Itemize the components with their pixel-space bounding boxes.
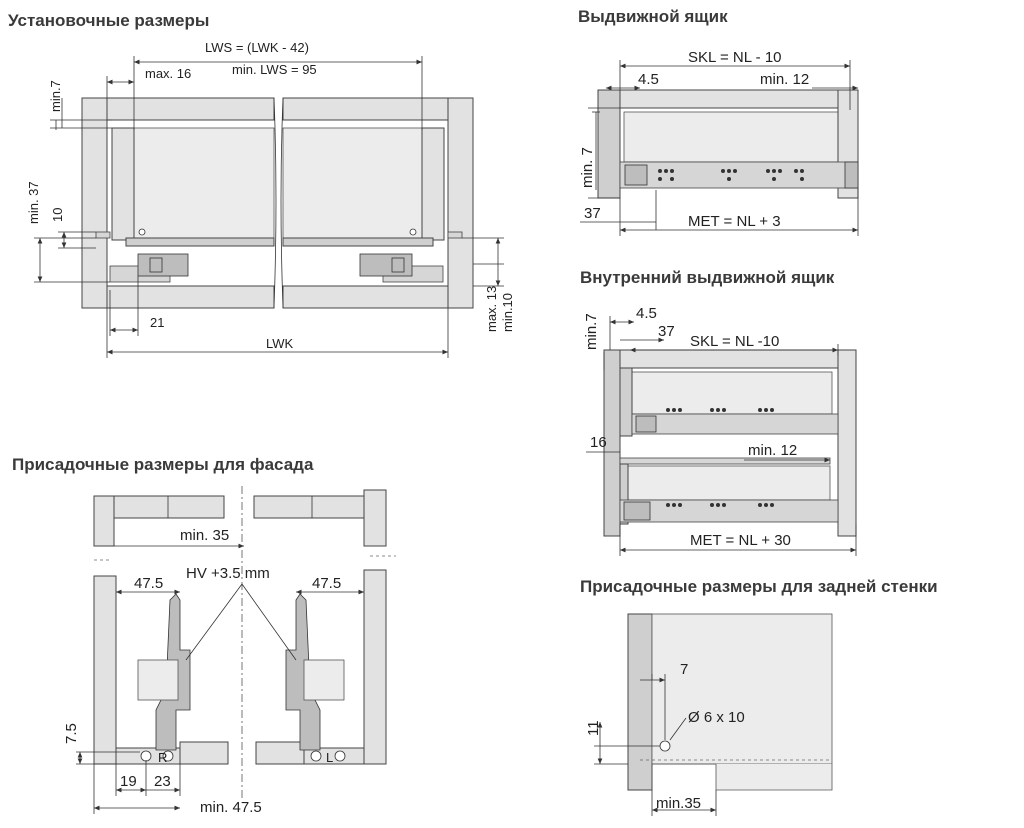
- label-met: MET = NL + 30: [690, 532, 791, 549]
- label-23: 23: [154, 773, 171, 790]
- label-max16: max. 16: [145, 66, 191, 81]
- label-min12: min. 12: [760, 71, 809, 88]
- heading-front-drill: Присадочные размеры для фасада: [12, 455, 314, 474]
- label-min47-5: min. 47.5: [200, 799, 262, 816]
- front-drill-drawing: min. 35 HV +3.5 mm 47.5 47.5 7.5 19 23 m…: [63, 486, 396, 816]
- label-47-5-left: 47.5: [134, 575, 163, 592]
- label-skl: SKL = NL -10: [690, 333, 779, 350]
- label-16: 16: [590, 434, 607, 451]
- cabinet-right-wall: [447, 97, 474, 309]
- label-min35: min. 35: [180, 527, 229, 544]
- mark-r: R: [158, 750, 167, 765]
- label-hole: Ø 6 x 10: [688, 709, 745, 726]
- label-lwk: LWK: [266, 336, 294, 351]
- label-11: 11: [585, 720, 602, 736]
- label-37: 37: [658, 323, 675, 340]
- label-lws: LWS = (LWK - 42): [205, 40, 309, 55]
- drawer-drawing: SKL = NL - 10 4.5 min. 12 min. 7 37 MET …: [579, 49, 859, 236]
- label-19: 19: [120, 773, 137, 790]
- label-min37: min. 37: [26, 181, 41, 224]
- label-min7: min. 7: [579, 147, 596, 188]
- label-7: 7: [680, 661, 688, 678]
- label-min-lws: min. LWS = 95: [232, 62, 317, 77]
- install-drawing: LWS = (LWK - 42) min. LWS = 95 max. 16 m…: [26, 40, 515, 358]
- heading-install: Установочные размеры: [8, 11, 209, 30]
- label-10: 10: [50, 208, 65, 222]
- label-max13: max. 13: [484, 286, 499, 332]
- label-4-5: 4.5: [638, 71, 659, 88]
- heading-inner-drawer: Внутренний выдвижной ящик: [580, 268, 835, 287]
- heading-drawer: Выдвижной ящик: [578, 7, 728, 26]
- label-hv: HV +3.5 mm: [186, 565, 270, 582]
- hole: [659, 740, 671, 752]
- cabinet-left-wall: [81, 97, 108, 309]
- mark-l: L: [326, 750, 333, 765]
- inner-drawer-drawing: min.7 4.5 37 SKL = NL -10 16 min. 12 MET…: [583, 305, 857, 556]
- label-47-5-right: 47.5: [312, 575, 341, 592]
- back-wall-drawing: 7 Ø 6 x 10 11 min.35: [585, 613, 833, 816]
- label-skl: SKL = NL - 10: [688, 49, 782, 66]
- label-min12: min. 12: [748, 442, 797, 459]
- label-21: 21: [150, 315, 164, 330]
- label-min7: min.7: [48, 80, 63, 112]
- label-7-5: 7.5: [63, 723, 80, 744]
- label-min7: min.7: [583, 313, 600, 350]
- label-4-5: 4.5: [636, 305, 657, 322]
- label-37: 37: [584, 205, 601, 222]
- label-min35: min.35: [656, 795, 701, 812]
- label-met: MET = NL + 3: [688, 213, 781, 230]
- label-min10: min.10: [500, 293, 515, 332]
- heading-back-drill: Присадочные размеры для задней стенки: [580, 577, 938, 596]
